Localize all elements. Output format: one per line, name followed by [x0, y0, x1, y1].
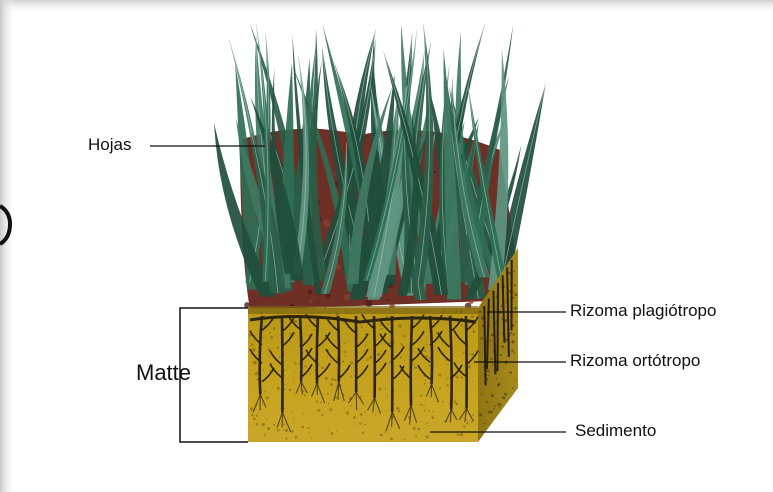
label-orthotropic-rhizome: Rizoma ortótropo: [570, 351, 700, 371]
page-left-shadow: [0, 0, 16, 492]
label-leaves: Hojas: [88, 135, 131, 155]
label-matte: Matte: [136, 360, 191, 386]
label-sediment: Sedimento: [575, 421, 656, 441]
label-plagiotropic-rhizome: Rizoma plagiótropo: [570, 301, 716, 321]
page-top-shadow: [0, 0, 773, 14]
plant-block-illustration: [214, 24, 546, 442]
